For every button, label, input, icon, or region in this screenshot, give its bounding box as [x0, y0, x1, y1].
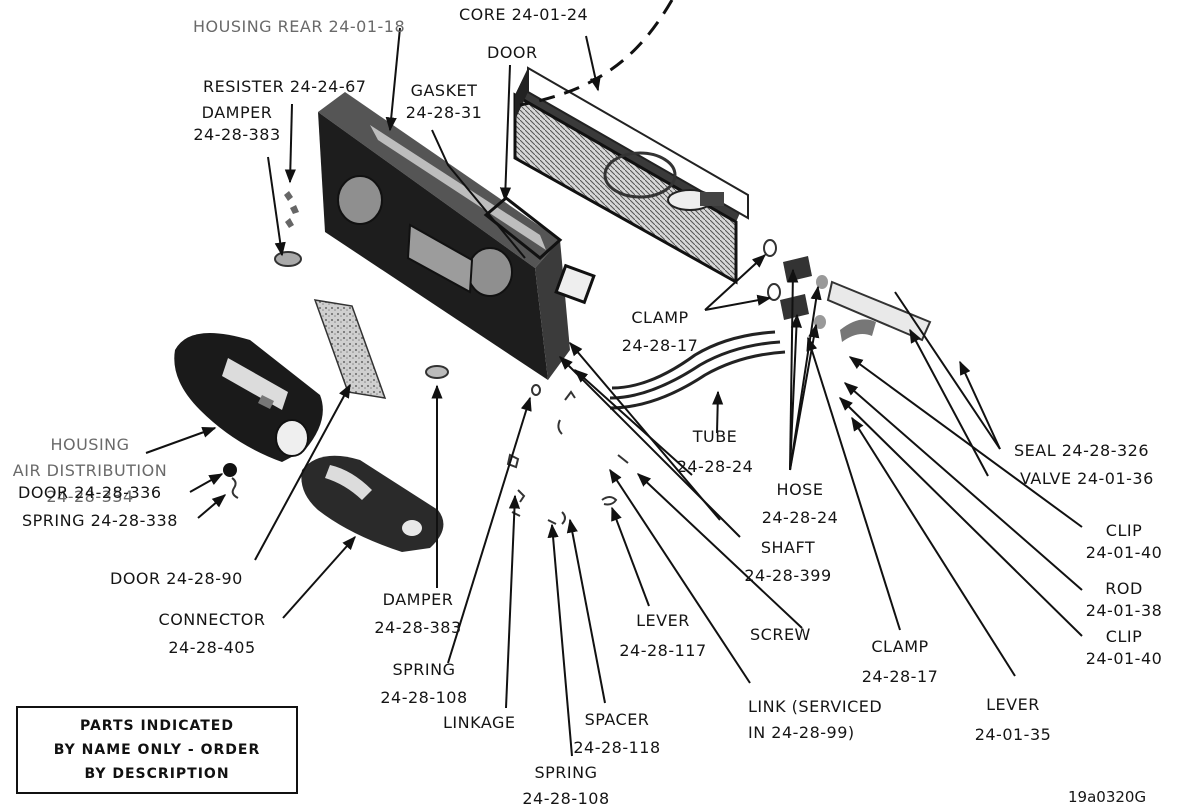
label-spring-bottom-name: SPRING	[534, 763, 598, 782]
label-damper-top-name: DAMPER	[201, 103, 273, 122]
label-spring-left: SPRING 24-28-108	[380, 656, 467, 712]
label-lever-117-number: 24-28-117	[619, 641, 707, 660]
label-resister: RESISTER 24-24-67	[203, 77, 367, 96]
label-housing-air-name-2: AIR DISTRIBUTION	[12, 461, 168, 480]
label-core: CORE 24-01-24	[459, 5, 589, 24]
label-gasket-number: 24-28-31	[405, 103, 483, 122]
connector-part	[301, 455, 444, 552]
label-hose-number: 24-28-24	[761, 508, 839, 527]
label-spring-338: SPRING 24-28-338	[22, 511, 178, 530]
label-lever-35: LEVER 24-01-35	[975, 690, 1052, 750]
label-clip-bottom-number: 24-01-40	[1085, 649, 1163, 668]
gasket-part	[483, 196, 563, 260]
label-lever-35-number: 24-01-35	[974, 725, 1052, 744]
notice-line-2: BY NAME ONLY - ORDER	[53, 742, 261, 758]
damper-mid-part	[425, 365, 449, 379]
label-housing-air-number: 24-28-334	[46, 487, 134, 506]
label-spring-left-number: 24-28-108	[380, 688, 468, 707]
label-damper-top: DAMPER 24-28-383	[193, 102, 280, 146]
label-clip-top-number: 24-01-40	[1085, 543, 1163, 562]
parts-notice-box: PARTS INDICATED BY NAME ONLY - ORDER BY …	[16, 706, 298, 794]
label-spacer: SPACER 24-28-118	[573, 706, 660, 762]
label-tube-number: 24-28-24	[676, 457, 754, 476]
label-seal: SEAL 24-28-326	[1014, 441, 1150, 460]
damper-top-part	[274, 251, 302, 267]
label-linkage: LINKAGE	[443, 713, 516, 732]
label-clamp-right: CLAMP 24-28-17	[622, 307, 699, 357]
label-hose-name: HOSE	[776, 480, 824, 499]
label-damper-top-number: 24-28-383	[193, 125, 281, 144]
label-lever-117-name: LEVER	[636, 611, 690, 630]
label-shaft: SHAFT 24-28-399	[744, 534, 831, 590]
spring-338-part	[231, 477, 239, 499]
door-336-part	[223, 463, 237, 477]
label-spring-bottom-number: 24-28-108	[522, 789, 610, 808]
leader-lines	[145, 0, 1083, 757]
label-shaft-number: 24-28-399	[744, 566, 832, 585]
label-damper-mid: DAMPER 24-28-383	[374, 586, 461, 642]
label-door-top: DOOR	[487, 43, 538, 62]
label-link-name-2: IN 24-28-99)	[748, 723, 855, 742]
label-rod: ROD 24-01-38	[1086, 578, 1163, 622]
notice-line-1: PARTS INDICATED	[80, 718, 234, 734]
tube-part	[609, 330, 786, 410]
label-clamp-right-name: CLAMP	[631, 308, 689, 327]
label-shaft-name: SHAFT	[760, 538, 816, 557]
label-lever-35-name: LEVER	[986, 695, 1040, 714]
label-clip-bottom: CLIP 24-01-40	[1086, 626, 1163, 670]
label-lever-117: LEVER 24-28-117	[619, 606, 706, 666]
door-panel-part	[313, 299, 387, 399]
label-link-name: LINK (SERVICED	[748, 697, 883, 716]
label-door-90: DOOR 24-28-90	[110, 569, 243, 588]
label-connector: CONNECTOR 24-28-405	[159, 606, 266, 662]
label-clip-top-name: CLIP	[1105, 521, 1143, 540]
linkage-parts	[506, 384, 629, 525]
label-door-336: DOOR 24-28-336	[18, 483, 162, 502]
label-gasket-name: GASKET	[410, 81, 478, 100]
label-spring-bottom: SPRING 24-28-108	[522, 760, 609, 808]
label-damper-mid-number: 24-28-383	[374, 618, 462, 637]
label-tube-name: TUBE	[692, 427, 738, 446]
label-clamp-bottom-name: CLAMP	[871, 637, 929, 656]
drawing-number: 19a0320G	[1068, 788, 1147, 806]
label-clamp-bottom-number: 24-28-17	[861, 667, 939, 686]
notice-line-3: BY DESCRIPTION	[84, 766, 230, 782]
label-rod-number: 24-01-38	[1085, 601, 1163, 620]
label-clamp-bottom: CLAMP 24-28-17	[862, 632, 939, 692]
valve-part	[826, 280, 932, 342]
label-connector-number: 24-28-405	[168, 638, 256, 657]
label-clip-top: CLIP 24-01-40	[1086, 520, 1163, 564]
label-gasket: GASKET 24-28-31	[406, 80, 483, 124]
label-screw: SCREW	[750, 625, 811, 644]
label-tube: TUBE 24-28-24	[677, 422, 754, 482]
label-housing-air: HOUSING AIR DISTRIBUTION 24-28-334	[13, 432, 167, 510]
label-housing-air-name: HOUSING	[50, 435, 130, 454]
heater-core-part	[513, 66, 749, 285]
label-spring-left-name: SPRING	[392, 660, 456, 679]
label-link: LINK (SERVICED IN 24-28-99)	[748, 694, 882, 746]
label-spacer-number: 24-28-118	[573, 738, 661, 757]
label-hose: HOSE 24-28-24	[762, 476, 839, 532]
label-connector-name: CONNECTOR	[158, 610, 266, 629]
housing-air-distribution-part	[174, 332, 323, 462]
label-housing-rear: HOUSING REAR 24-01-18	[193, 17, 406, 36]
label-valve: VALVE 24-01-36	[1020, 469, 1154, 488]
label-damper-mid-name: DAMPER	[382, 590, 454, 609]
label-clamp-right-number: 24-28-17	[621, 336, 699, 355]
label-clip-bottom-name: CLIP	[1105, 627, 1143, 646]
resister-part	[284, 191, 299, 228]
label-spacer-name: SPACER	[584, 710, 650, 729]
label-rod-name: ROD	[1105, 579, 1143, 598]
